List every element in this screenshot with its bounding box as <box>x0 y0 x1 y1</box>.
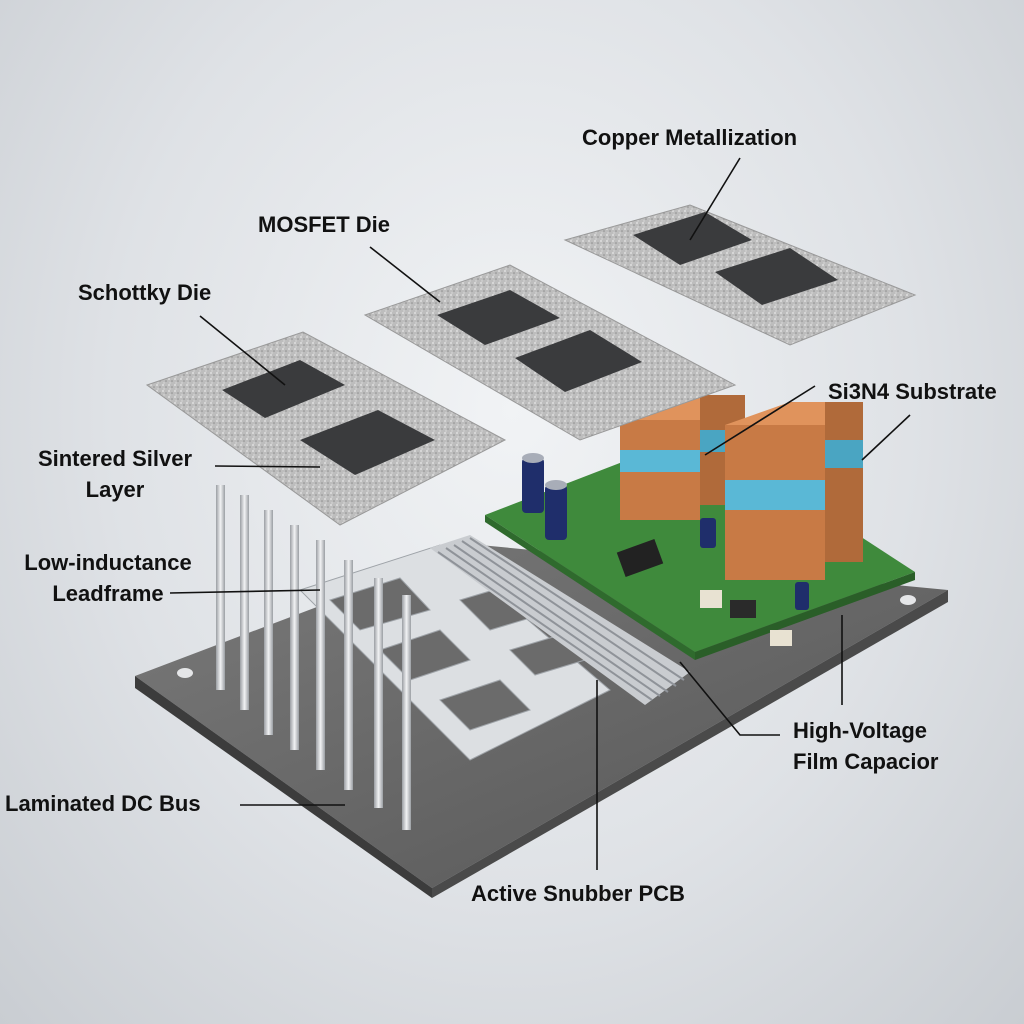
label-laminated-dc-bus: Laminated DC Bus <box>5 791 201 816</box>
label-line: Low-inductance <box>24 550 192 575</box>
mounting-hole <box>900 595 916 605</box>
connector <box>700 590 722 608</box>
substrate-left <box>145 331 507 526</box>
label-copper-metallization: Copper Metallization <box>582 125 798 150</box>
label-line: High-Voltage <box>793 718 928 743</box>
label-schottky-die: Schottky Die <box>78 280 212 305</box>
label-line: Film Capacior <box>793 749 939 774</box>
label-line: Leadframe <box>52 581 164 606</box>
mounting-hole <box>177 668 193 678</box>
label-line: Sintered Silver <box>37 446 193 471</box>
label-si3n4-substrate: Si3N4 Substrate <box>828 379 997 404</box>
leader-lines <box>169 157 911 870</box>
mosfet-die <box>437 290 560 345</box>
label-mosfet-die: MOSFET Die <box>258 212 391 237</box>
active-snubber-pcb <box>485 432 915 660</box>
label-line: Layer <box>85 477 145 502</box>
copper-die <box>633 212 752 265</box>
electrolytic-capacitors <box>522 453 809 610</box>
label-high-voltage-film-capacitor: High-Voltage Film Capacior <box>793 715 938 777</box>
substrate-middle <box>363 264 737 441</box>
ic-chip <box>730 600 756 618</box>
label-sintered-silver-layer: Sintered Silver Layer <box>25 443 205 505</box>
substrate-right <box>563 204 917 346</box>
label-low-inductance-leadframe: Low-inductance Leadframe <box>8 547 208 609</box>
schottky-die <box>300 410 435 475</box>
copper-die <box>715 248 838 305</box>
schottky-die <box>222 360 345 418</box>
film-capacitors <box>620 395 863 580</box>
heatsink <box>430 535 690 705</box>
connector <box>770 630 792 646</box>
ic-chip <box>616 538 664 578</box>
leadframe-pins <box>216 485 411 830</box>
label-active-snubber-pcb: Active Snubber PCB <box>471 881 685 906</box>
mosfet-die <box>515 330 642 392</box>
